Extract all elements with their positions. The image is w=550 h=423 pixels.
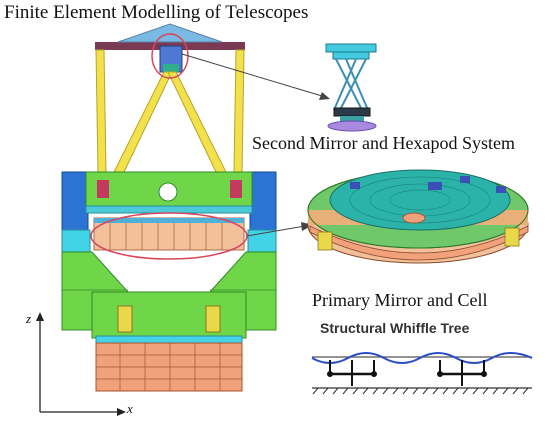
- spider-triangle: [117, 23, 223, 43]
- secondary-arrow: [181, 53, 323, 97]
- truss-right: [233, 49, 245, 173]
- x-axis-label: x: [127, 401, 133, 416]
- coordinate-axes: [36, 312, 126, 416]
- whiffle-curve: [311, 352, 533, 364]
- left-outer-block: [61, 171, 89, 231]
- fork-base: [91, 291, 247, 339]
- z-axis-label: z: [26, 311, 32, 326]
- central-hole: [402, 212, 426, 224]
- truss-inner-right: [167, 71, 227, 173]
- z-axis-arrow: [36, 312, 44, 321]
- center-hole: [158, 182, 178, 202]
- whiffle-tree-label: Structural Whiffle Tree: [320, 320, 470, 336]
- truss-left: [95, 49, 107, 173]
- telescope-model: [61, 23, 277, 392]
- secondary-mirror: [327, 120, 377, 132]
- primary-mirror-detail: [307, 169, 529, 264]
- secondary-arrow-head: [319, 92, 330, 100]
- primary-mirror-surface: [329, 169, 511, 231]
- truss-inner-left: [113, 71, 173, 173]
- whiffle-tree: [311, 352, 533, 395]
- primary-mirror-label: Primary Mirror and Cell: [312, 290, 488, 310]
- secondary-mirror-label: Second Mirror and Hexapod System: [252, 133, 515, 153]
- right-outer-block: [249, 171, 277, 231]
- primary-arrow: [246, 225, 306, 237]
- hexapod-detail: [325, 43, 377, 132]
- figure-title: Finite Element Modelling of Telescopes: [4, 2, 309, 23]
- primary-cell: [93, 217, 245, 251]
- x-axis-arrow: [117, 408, 126, 416]
